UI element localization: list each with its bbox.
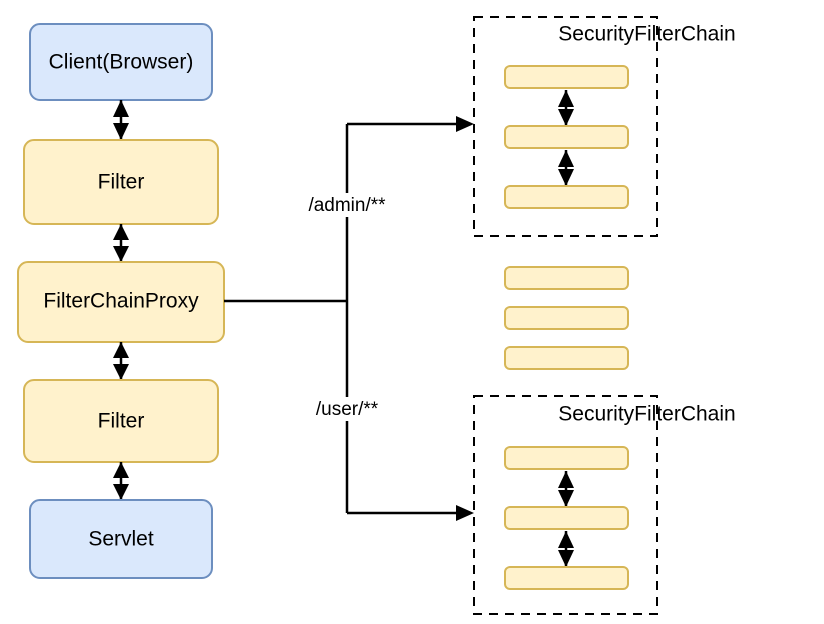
arrow-head-down [558,109,574,126]
route-user-arrow-head [456,505,474,521]
route-user-label-bg [302,397,392,421]
route-admin-label-bg [296,193,398,217]
node-filter-top-label: Filter [98,171,145,194]
arrow-head-up [113,224,129,240]
chain-admin-filter-1[interactable] [504,65,629,89]
arrow-head-down [558,550,574,567]
chain-ellipsis [504,266,629,370]
chain-user-filter-2[interactable] [504,506,629,530]
chain-admin[interactable]: SecurityFilterChain [473,16,736,237]
chain-user-connector-2 [558,531,574,567]
node-filter-chain-proxy[interactable]: FilterChainProxy [17,261,225,343]
connector-client-filter [113,100,129,140]
arrow-head-up [558,531,574,548]
chain-user-filter-1[interactable] [504,446,629,470]
chain-admin-filter-3[interactable] [504,185,629,209]
node-filter-bottom[interactable]: Filter [23,379,219,463]
chain-admin-filter-2[interactable] [504,125,629,149]
node-servlet-label: Servlet [88,528,154,551]
node-client-label: Client(Browser) [49,51,194,74]
route-user[interactable]: /user/** [302,397,474,521]
arrow-head-down [558,490,574,507]
ellipsis-filter-1[interactable] [504,266,629,290]
ellipsis-filter-3[interactable] [504,346,629,370]
chain-user-title: SecurityFilterChain [558,403,735,426]
chain-user-connector-1 [558,471,574,507]
route-admin[interactable]: /admin/** [296,116,474,217]
arrow-head-down [558,169,574,186]
node-filter-bottom-label: Filter [98,410,145,433]
arrow-head-up [558,90,574,107]
chain-user[interactable]: SecurityFilterChain [473,395,736,615]
node-client[interactable]: Client(Browser) [29,23,213,101]
arrow-head-down [113,123,129,140]
chain-admin-title: SecurityFilterChain [558,23,735,46]
routing-trunk [224,124,349,513]
connector-filter-proxy [113,224,129,262]
arrow-head-down [113,364,129,380]
node-filter-top[interactable]: Filter [23,139,219,225]
chain-admin-border [473,16,658,237]
route-admin-arrow-head [456,116,474,132]
node-servlet[interactable]: Servlet [29,499,213,579]
route-admin-label: /admin/** [308,195,386,216]
connector-filter-servlet [113,462,129,500]
chain-user-filter-3[interactable] [504,566,629,590]
arrow-head-down [113,484,129,500]
connector-proxy-filter [113,342,129,380]
chain-admin-connector-1 [558,90,574,126]
ellipsis-filter-2[interactable] [504,306,629,330]
arrow-head-up [113,100,129,117]
arrow-head-down [113,246,129,262]
arrow-head-up [558,150,574,167]
chain-admin-connector-2 [558,150,574,186]
arrow-head-up [558,471,574,488]
route-user-label: /user/** [316,399,379,420]
chain-user-border [473,395,658,615]
node-servlet-box [29,499,213,579]
arrow-head-up [113,462,129,478]
arrow-head-up [113,342,129,358]
node-filter-chain-proxy-label: FilterChainProxy [43,290,199,313]
